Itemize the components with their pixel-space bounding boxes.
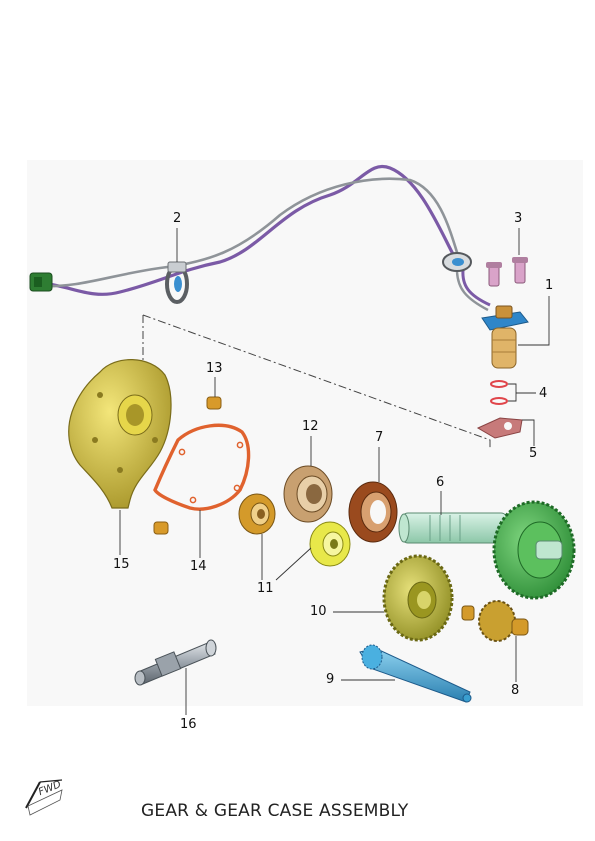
final-drive-shaft-gear-icon <box>398 500 576 600</box>
callout-10: 10 <box>310 604 327 619</box>
axle-shaft-icon <box>134 639 217 686</box>
callout-3: 3 <box>514 211 523 226</box>
o-rings-icon <box>490 380 508 405</box>
harness-clamp-icon <box>165 261 189 304</box>
page-title: GEAR & GEAR CASE ASSEMBLY <box>141 801 409 821</box>
dowel-pins-icon <box>153 396 222 535</box>
bolts-icon <box>486 257 528 287</box>
ball-bearings-icon <box>238 493 351 567</box>
case-gasket-icon <box>153 423 251 511</box>
callout-6: 6 <box>436 475 445 490</box>
callout-14: 14 <box>190 559 207 574</box>
callout-4: 4 <box>539 386 548 401</box>
callout-5: 5 <box>529 446 538 461</box>
harness-connector-icon <box>29 272 53 292</box>
drive-shaft-icon <box>359 644 472 703</box>
fwd-arrow-icon <box>25 779 63 816</box>
callout-8: 8 <box>511 683 520 698</box>
oil-seal-icon <box>348 481 398 543</box>
sensor-gasket-icon <box>476 417 523 439</box>
callout-11: 11 <box>257 581 274 596</box>
callout-1: 1 <box>545 278 554 293</box>
wiring-harness <box>39 164 491 312</box>
driven-gear-icon <box>382 554 454 642</box>
callout-15: 15 <box>113 557 130 572</box>
callout-7: 7 <box>375 430 384 445</box>
sensor-clamp-icon <box>442 252 472 272</box>
countershaft-gear-icon <box>461 600 529 642</box>
callout-2: 2 <box>173 211 182 226</box>
gear-case-icon <box>68 359 172 509</box>
speed-sensor-icon <box>481 305 529 369</box>
callout-12: 12 <box>302 419 319 434</box>
assembly-guide-lines <box>142 314 491 450</box>
callout-13: 13 <box>206 361 223 376</box>
callout-16: 16 <box>180 717 197 732</box>
large-bearing-icon <box>283 465 333 523</box>
callout-9: 9 <box>326 672 335 687</box>
leader-lines <box>119 228 550 715</box>
